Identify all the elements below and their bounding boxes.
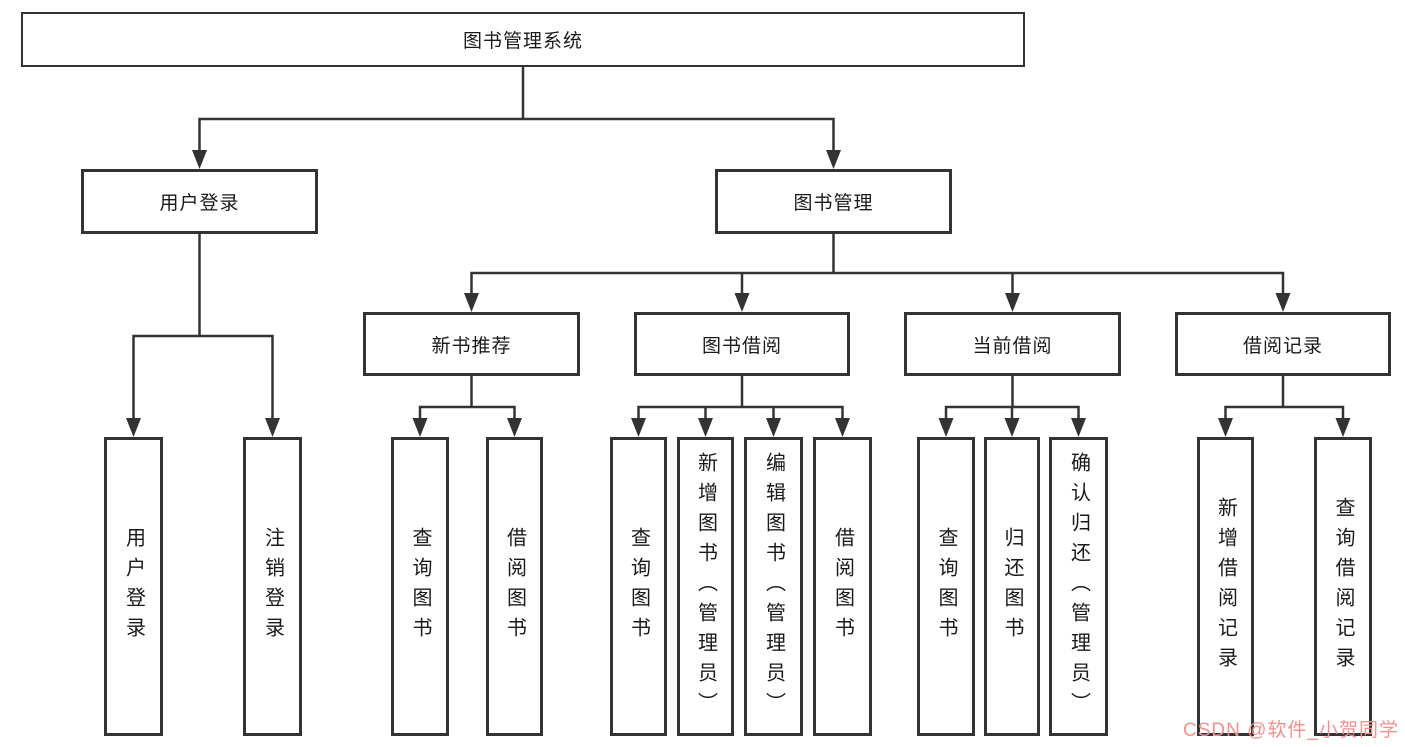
leaf-borrow-books: 借阅图书 bbox=[813, 437, 872, 736]
leaf-user-login-label: 用户登录 bbox=[122, 526, 145, 647]
leaf-logout-label: 注销登录 bbox=[261, 526, 284, 647]
leaf-logout: 注销登录 bbox=[243, 437, 302, 736]
leaf-edit-book-admin: 编辑图书（管理员） bbox=[744, 437, 803, 736]
node-user-login: 用户登录 bbox=[81, 169, 318, 234]
leaf-confirm-return-admin-label: 确认归还（管理员） bbox=[1067, 451, 1090, 722]
leaf-return-book: 归还图书 bbox=[984, 437, 1040, 736]
node-book-borrow: 图书借阅 bbox=[634, 312, 850, 376]
leaf-user-login: 用户登录 bbox=[104, 437, 163, 736]
node-book-management: 图书管理 bbox=[715, 169, 952, 234]
leaf-return-book-label: 归还图书 bbox=[1001, 526, 1023, 647]
leaf-query-borrow-record: 查询借阅记录 bbox=[1314, 437, 1372, 736]
node-library-system: 图书管理系统 bbox=[21, 12, 1025, 67]
leaf-add-book-admin: 新增图书（管理员） bbox=[677, 437, 734, 736]
leaf-add-book-admin-label: 新增图书（管理员） bbox=[694, 451, 717, 722]
node-new-book-recommend: 新书推荐 bbox=[363, 312, 580, 376]
leaf-borrow-books-recommend: 借阅图书 bbox=[486, 437, 543, 736]
node-current-borrow: 当前借阅 bbox=[904, 312, 1121, 376]
leaf-query-books-recommend: 查询图书 bbox=[391, 437, 449, 736]
leaf-query-books-current-label: 查询图书 bbox=[935, 526, 957, 647]
leaf-borrow-books-label: 借阅图书 bbox=[831, 526, 854, 647]
leaf-query-books-current: 查询图书 bbox=[917, 437, 975, 736]
leaf-query-borrow-record-label: 查询借阅记录 bbox=[1332, 496, 1354, 677]
leaf-confirm-return-admin: 确认归还（管理员） bbox=[1049, 437, 1108, 736]
leaf-query-books-recommend-label: 查询图书 bbox=[409, 526, 431, 647]
leaf-query-books-borrow-label: 查询图书 bbox=[627, 526, 650, 647]
csdn-watermark: CSDN @软件_小贺同学 bbox=[1183, 720, 1399, 741]
leaf-add-borrow-record: 新增借阅记录 bbox=[1197, 437, 1254, 736]
node-borrow-records: 借阅记录 bbox=[1175, 312, 1391, 376]
leaf-add-borrow-record-label: 新增借阅记录 bbox=[1214, 496, 1237, 677]
leaf-borrow-books-recommend-label: 借阅图书 bbox=[503, 526, 526, 647]
leaf-query-books-borrow: 查询图书 bbox=[610, 437, 667, 736]
leaf-edit-book-admin-label: 编辑图书（管理员） bbox=[762, 451, 785, 722]
